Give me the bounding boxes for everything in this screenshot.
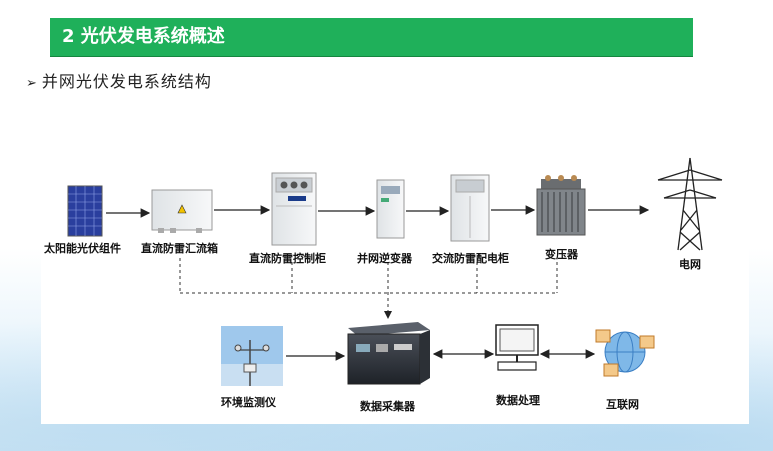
label-internet: 互联网 xyxy=(606,398,639,411)
label-env-monitor: 环境监测仪 xyxy=(221,396,276,409)
subtitle-text: 并网光伏发电系统结构 xyxy=(41,72,212,91)
label-dc-combiner: 直流防雷汇流箱 xyxy=(141,242,218,255)
page-title: 2 光伏发电系统概述 xyxy=(62,26,225,47)
label-data-collector: 数据采集器 xyxy=(360,400,415,413)
label-inverter: 并网逆变器 xyxy=(357,252,412,265)
section-subtitle: ➢并网光伏发电系统结构 xyxy=(26,68,212,92)
label-ac-cabinet: 交流防雷配电柜 xyxy=(432,252,509,265)
label-solar-panel: 太阳能光伏组件 xyxy=(44,242,121,255)
label-transformer: 变压器 xyxy=(545,248,578,261)
data-collector-icon xyxy=(347,322,430,385)
label-grid: 电网 xyxy=(679,258,701,271)
label-data-process: 数据处理 xyxy=(496,394,540,407)
grid-inverter-icon xyxy=(376,179,405,239)
title-bar xyxy=(50,18,693,57)
environment-monitor-icon xyxy=(221,326,283,386)
power-tower-icon xyxy=(657,157,723,251)
label-dc-control: 直流防雷控制柜 xyxy=(249,252,326,265)
transformer-icon xyxy=(536,175,586,236)
flow-arrows xyxy=(106,205,650,361)
solar-panel-icon xyxy=(67,185,103,237)
monitoring-bus xyxy=(179,258,558,319)
dc-combiner-box-icon xyxy=(151,189,213,233)
bullet-arrow-icon: ➢ xyxy=(26,76,38,91)
computer-icon xyxy=(495,324,539,371)
dc-control-cabinet-icon xyxy=(271,172,317,246)
ac-cabinet-icon xyxy=(450,174,490,242)
internet-globe-icon xyxy=(595,329,655,377)
